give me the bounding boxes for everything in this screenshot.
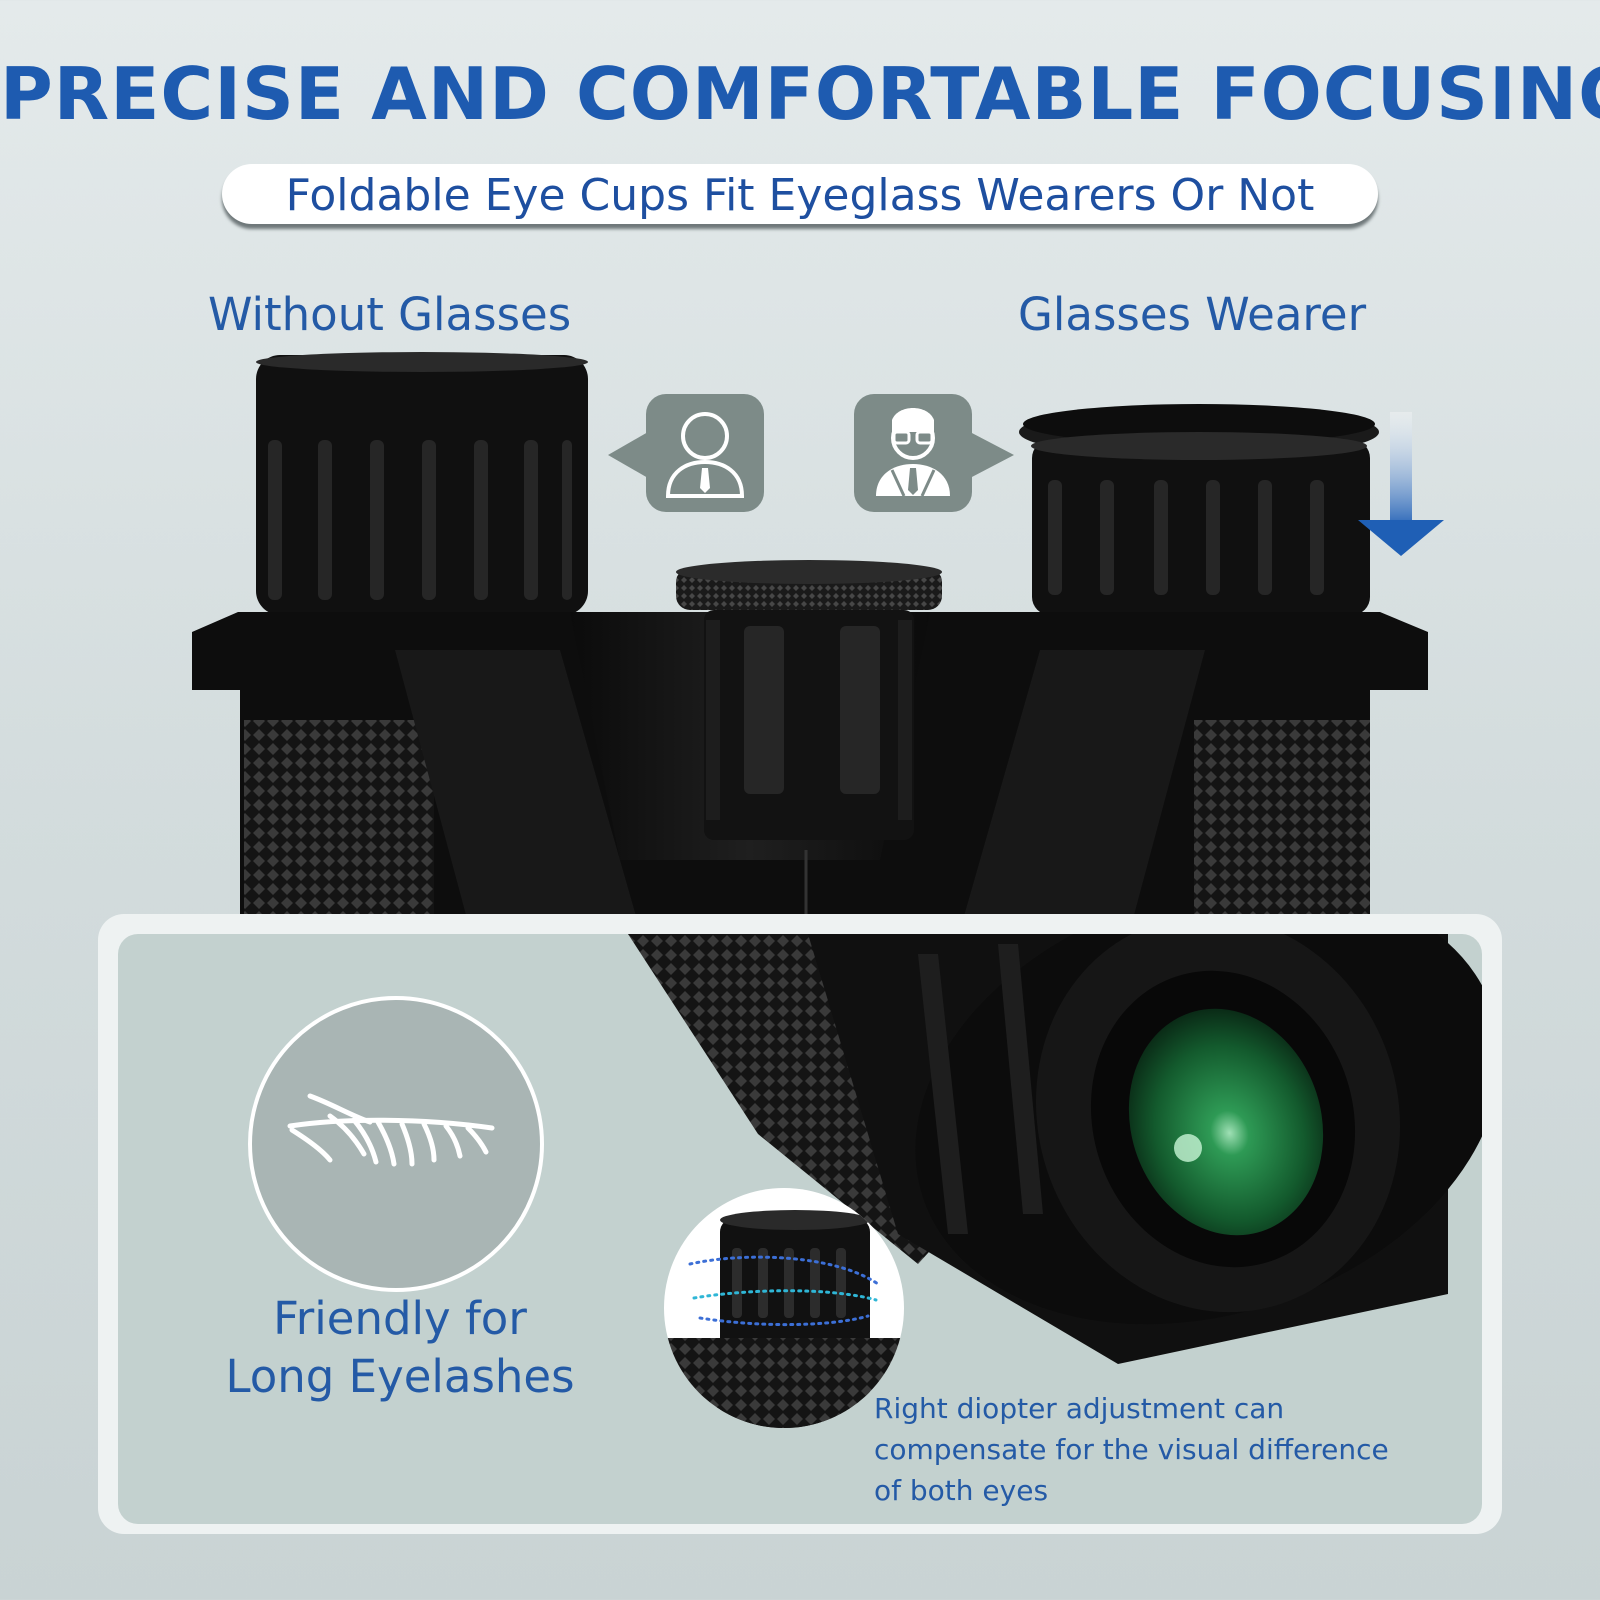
diopter-note-line1: Right diopter adjustment can: [874, 1392, 1285, 1425]
page-title: PRECISE AND COMFORTABLE FOCUSING: [0, 52, 1600, 136]
subtitle: Foldable Eye Cups Fit Eyeglass Wearers O…: [285, 170, 1315, 221]
right-eyepiece: [1019, 404, 1379, 615]
eyelash-icon: [287, 1093, 495, 1167]
eyelash-badge: [248, 996, 544, 1292]
person-with-glasses-icon: [854, 394, 1014, 512]
subtitle-pill: [222, 164, 1378, 224]
diopter-note-line2: compensate for the visual difference: [874, 1433, 1389, 1466]
eyelash-caption: Friendly for Long Eyelashes: [200, 1290, 600, 1406]
focus-wheel: [676, 560, 942, 840]
diopter-note-line3: of both eyes: [874, 1474, 1049, 1507]
arrow-down-icon: [1358, 412, 1444, 556]
without-glasses-label: Without Glasses: [208, 288, 572, 341]
glasses-wearer-label: Glasses Wearer: [1018, 288, 1367, 341]
diopter-note: Right diopter adjustment can compensate …: [874, 1388, 1474, 1511]
eyelash-caption-line1: Friendly for: [273, 1292, 527, 1345]
person-icon: [608, 394, 764, 512]
left-eyepiece: [256, 352, 588, 615]
lens: [1128, 1008, 1324, 1236]
eyepiece-closeup: [628, 934, 1482, 1364]
eyelash-caption-line2: Long Eyelashes: [225, 1350, 575, 1403]
diopter-inset: [664, 1188, 904, 1428]
